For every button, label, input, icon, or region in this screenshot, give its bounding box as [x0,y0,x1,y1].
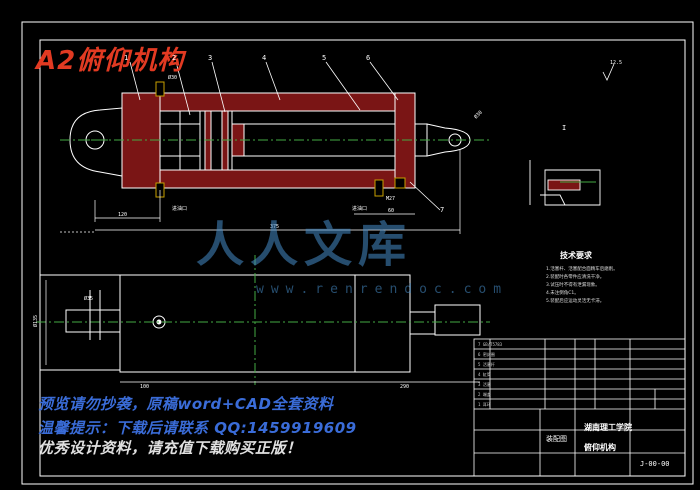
title-block [473,338,686,477]
title-block-rows-text: 7 GB/T5783 6 密封圈 5 活塞杆 4 缸筒 3 活塞 2 端盖 1 … [478,342,503,407]
balloon-5: 5 [322,54,327,62]
cylinder-plan-view [36,255,490,385]
tech-req-line: 1.活塞杆、活塞配合面精车后磨削。 [546,267,618,272]
dimension-lines [60,150,461,234]
tech-req-line: 3.试压时不得有泄漏现象。 [546,283,600,288]
svg-text:7 GB/T5783: 7 GB/T5783 [478,342,503,347]
roughness-symbol [602,63,615,81]
svg-text:2 端盖: 2 端盖 [478,391,491,397]
dim-bottom-small: Ø35 [84,296,94,302]
balloon-6: 6 [366,54,371,62]
dim-mid-len: 60 [388,208,395,214]
promo-line-1: 预览请勿抄袭，原稿word+CAD全套资料 [38,395,334,413]
detail-view-I [529,160,601,206]
balloon-2: 2 [172,54,177,62]
promo-line-2: 温馨提示：下载后请联系 QQ:1459919609 [38,419,357,437]
drawing-title: A2俯仰机构 [36,46,185,76]
title-code: J-00-00 [640,460,670,468]
dim-rod-dia: M27 [386,196,396,202]
title-school: 湖南理工学院 [584,423,632,432]
tech-req-line: 5.装配后应运动灵活无卡滞。 [546,299,605,304]
label-detail-view: I [562,124,567,132]
dim-total-len: 375 [270,224,280,230]
balloon-leaders [129,61,441,211]
svg-text:3 活塞: 3 活塞 [478,381,491,387]
balloon-4: 4 [262,54,267,62]
dim-bottom-right-len: 290 [400,384,410,390]
title-type: 装配图 [546,435,567,443]
inner-frame [39,39,686,477]
dim-left-vert: Ø135 [33,314,40,328]
dim-top-left-dia: Ø30 [168,75,178,81]
drawing-border [21,21,694,485]
tech-req-list: 1.活塞杆、活塞配合面精车后磨削。 2.装配时各零件应清洗干净。 3.试压时不得… [546,266,618,306]
svg-text:1 耳环: 1 耳环 [478,402,491,407]
label-oil-port: 进油口 [172,206,188,212]
dim-bottom-left-len: 100 [140,384,150,390]
svg-text:4 缸筒: 4 缸筒 [478,371,491,377]
tech-req-line: 2.装配时各零件应清洗干净。 [546,275,605,280]
tech-req-line: 4.未注倒角C1。 [546,291,579,296]
promo-line-3: 优秀设计资料，请充值下载购买正版！ [38,439,302,457]
dim-left-len: 120 [118,212,128,218]
tech-req-title: 技术要求 [560,251,592,260]
svg-text:6 密封圈: 6 密封圈 [478,351,495,357]
balloon-3: 3 [208,54,213,62]
balloon-1: 1 [124,54,129,62]
title-drawing-name: 俯仰机构 [584,443,616,452]
watermark-logo: 人人文库 [196,217,413,273]
label-roughness: 12.5 [610,60,623,66]
cylinder-section-view [60,81,490,198]
label-oil-port-2: 进油口 [352,206,368,212]
watermark-url: www.renrendoc.com [256,282,509,297]
balloon-7: 7 [440,206,445,214]
svg-text:5 活塞杆: 5 活塞杆 [478,361,495,367]
